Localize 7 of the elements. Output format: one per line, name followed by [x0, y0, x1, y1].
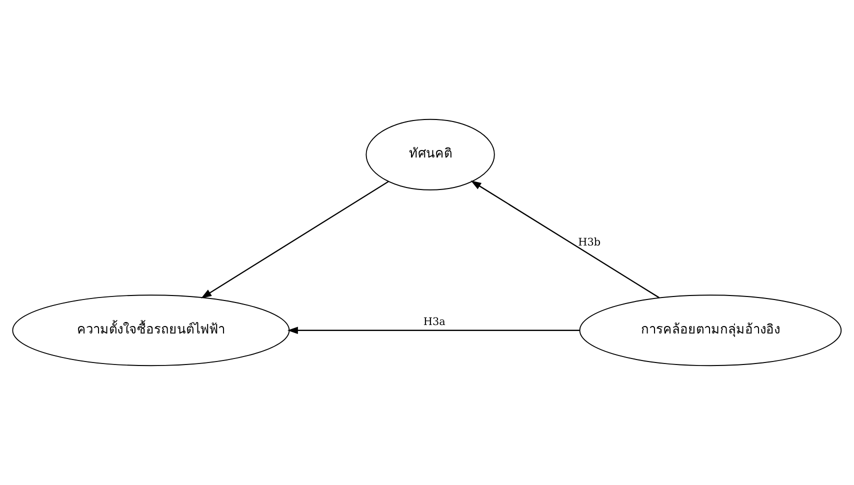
- node-ellipse: ความตั้งใจซื้อรถยนต์ไฟฟ้า: [12, 294, 290, 366]
- edge-label: H3a: [423, 316, 446, 328]
- arrow: [287, 326, 580, 334]
- arrow: [470, 180, 660, 298]
- node-ellipse: การคล้อยตามกลุ่มอ้างอิง: [579, 294, 842, 366]
- arrow: [201, 181, 389, 298]
- edge-label: H3b: [578, 236, 601, 248]
